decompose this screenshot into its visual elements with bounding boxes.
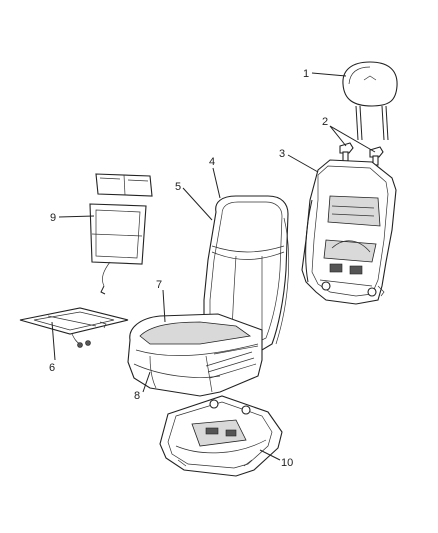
callout-10: 10 — [281, 457, 293, 469]
callout-6: 6 — [49, 362, 55, 374]
callout-5: 5 — [175, 181, 181, 193]
headrest — [342, 61, 398, 141]
callout-7: 7 — [156, 279, 162, 291]
callout-8: 8 — [134, 390, 140, 402]
seat-cushion-frame — [159, 395, 283, 477]
seat-cushion-heater-pad — [19, 307, 129, 348]
seat-back-cushion — [203, 195, 289, 351]
callout-9: 9 — [50, 212, 56, 224]
seat-back-heater-pad — [89, 173, 153, 295]
callout-4: 4 — [209, 156, 215, 168]
seat-cushion — [127, 313, 263, 397]
seat-back-frame — [301, 159, 397, 305]
callout-3: 3 — [279, 148, 285, 160]
headrest-guides — [339, 142, 384, 166]
callout-labels: 1 2 3 4 5 6 7 8 9 10 — [49, 68, 328, 469]
leader-lines — [51, 72, 376, 461]
callout-2: 2 — [322, 116, 328, 128]
callout-1: 1 — [303, 68, 309, 80]
